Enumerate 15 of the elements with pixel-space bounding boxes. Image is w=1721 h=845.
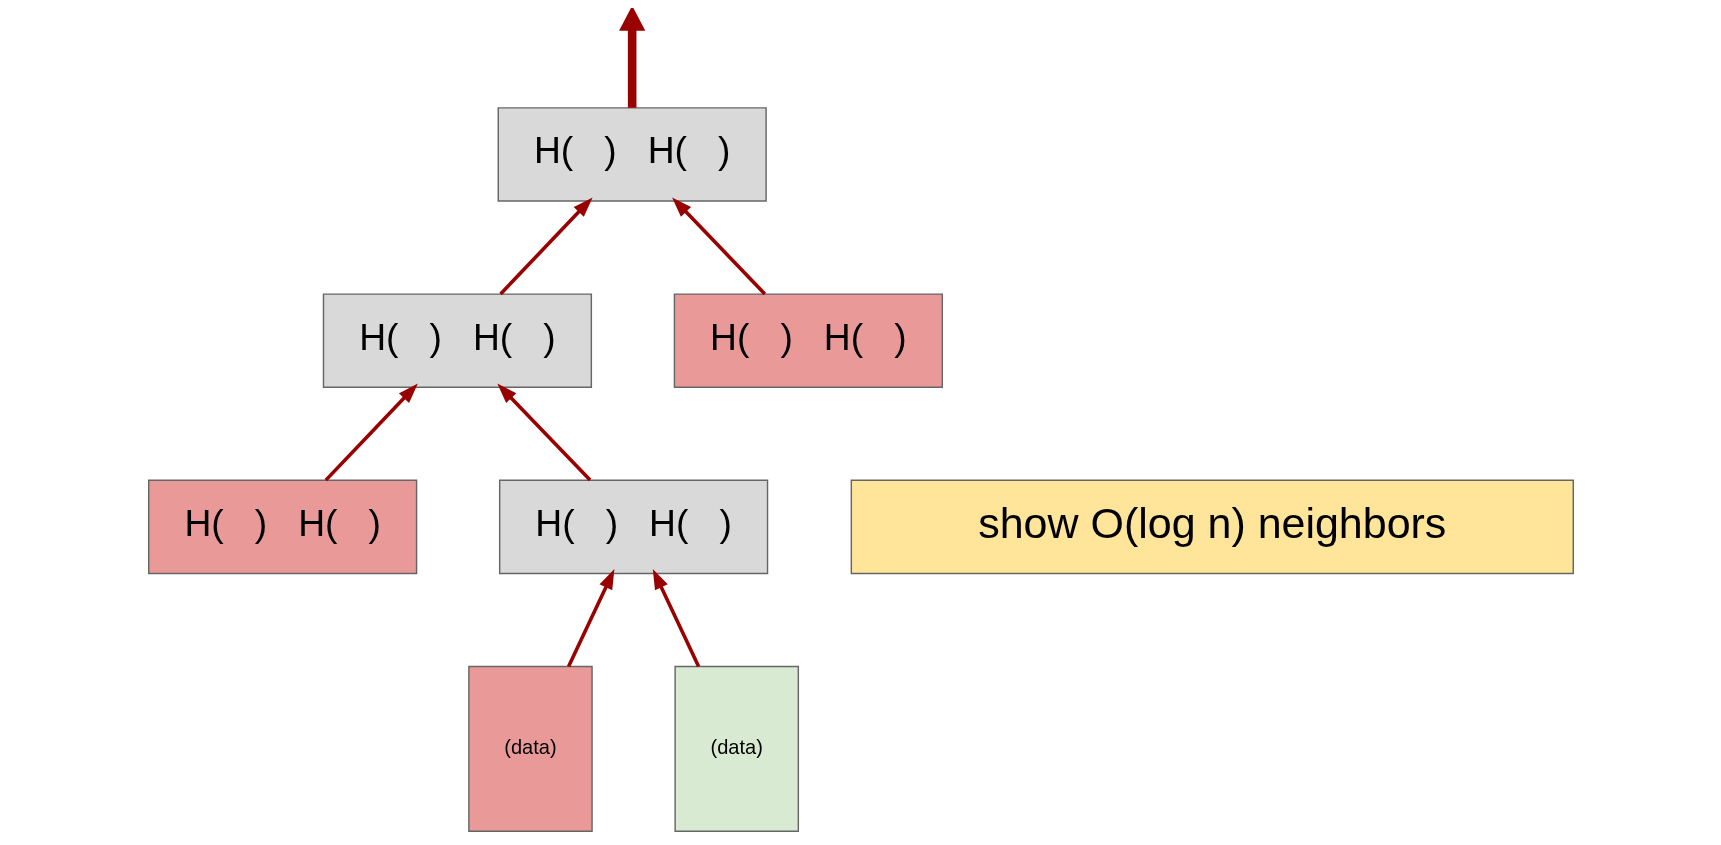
arrow — [498, 197, 593, 296]
node-box: show O(log n) neighbors — [850, 479, 1574, 575]
arrow — [324, 383, 418, 482]
node-box: (data) — [673, 665, 799, 832]
node-box: H( ) H( ) — [673, 293, 943, 388]
arrow — [652, 569, 700, 668]
node-box: (data) — [467, 665, 593, 832]
node-box: H( ) H( ) — [497, 107, 767, 202]
node-box: H( ) H( ) — [498, 479, 768, 575]
node-box: H( ) H( ) — [322, 293, 592, 388]
node-box: H( ) H( ) — [147, 479, 417, 575]
arrow — [618, 8, 645, 108]
arrow — [496, 383, 591, 482]
arrow — [671, 197, 766, 296]
arrow — [566, 569, 614, 668]
